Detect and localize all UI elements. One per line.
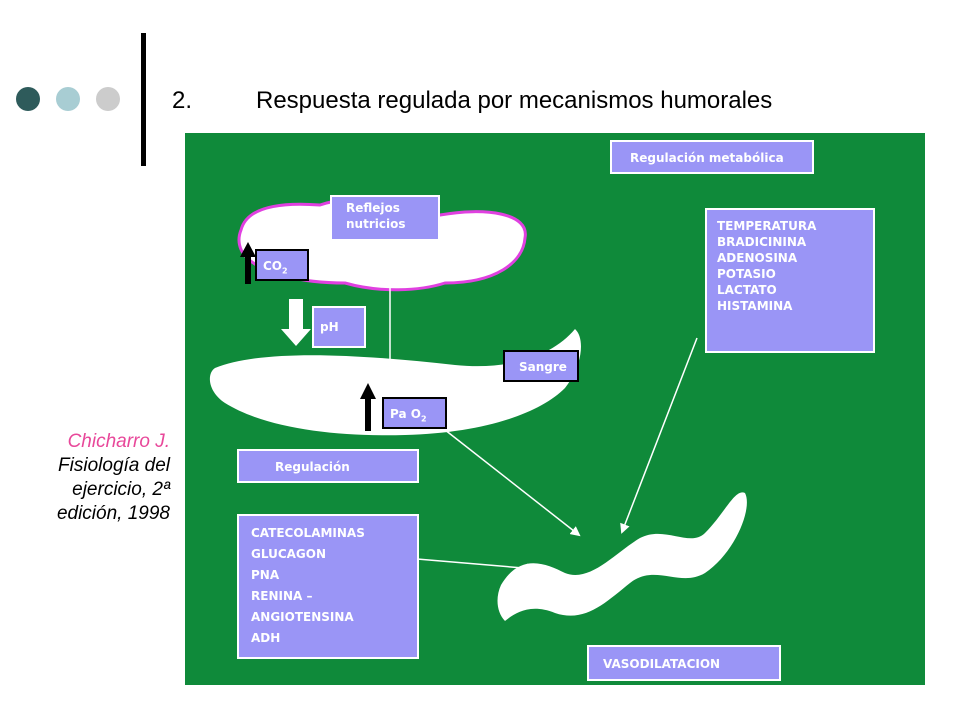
list-item: POTASIO <box>717 267 776 281</box>
list-item: LACTATO <box>717 283 777 297</box>
citation-line: edición, 1998 <box>56 503 170 524</box>
arrow-blood-to-vasodilatacion <box>439 425 581 537</box>
list-item: ADENOSINA <box>717 251 798 265</box>
citation-line: ejercicio, 2ª <box>72 479 170 500</box>
citation-line: Fisiología del <box>58 455 170 476</box>
box-co2: CO2 <box>255 249 309 281</box>
box-metabolic-factors: TEMPERATURA BRADICININA ADENOSINA POTASI… <box>705 208 875 353</box>
list-item: ANGIOTENSINA <box>251 610 354 624</box>
list-item: GLUCAGON <box>251 547 326 561</box>
blood-vessel-shape <box>209 329 581 436</box>
citation: Chicharro J. Fisiología del ejercicio, 2… <box>10 430 170 526</box>
list-item: TEMPERATURA <box>717 219 817 233</box>
diagram-shapes <box>209 197 747 621</box>
co2-up-arrow <box>240 242 256 284</box>
slide-number: 2. <box>172 87 193 114</box>
ph-down-arrow <box>281 299 311 346</box>
box-regulacion-metabolica: Regulación metabólica <box>610 140 814 174</box>
list-item: CATECOLAMINAS <box>251 526 365 540</box>
box-label: pH <box>320 320 339 334</box>
box-label-subscript: 2 <box>420 414 427 424</box>
box-label: Regulación metabólica <box>630 151 784 165</box>
arrow-metabolic-to-vasodilatacion <box>620 337 698 534</box>
list-item: BRADICININA <box>717 235 807 249</box>
box-label: Reflejos <box>346 201 400 215</box>
box-sangre: Sangre <box>503 350 579 382</box>
decor-dot-dark <box>16 87 40 111</box>
box-reflejos-nutricios: Reflejos nutricios <box>330 195 440 241</box>
box-label: nutricios <box>346 217 406 231</box>
box-vasodilatacion: VASODILATACION <box>587 645 781 681</box>
citation-author: Chicharro J. <box>67 431 170 452</box>
list-item: RENINA – <box>251 589 313 603</box>
box-label: Pa O <box>390 407 421 421</box>
box-label: VASODILATACION <box>603 657 721 671</box>
box-hormonal-factors: CATECOLAMINAS GLUCAGON PNA RENINA – ANGI… <box>237 514 419 659</box>
decor-dot-light <box>56 87 80 111</box>
box-regulacion: Regulación <box>237 449 419 483</box>
slide-title: Respuesta regulada por mecanismos humora… <box>256 87 773 114</box>
title-divider-bar <box>141 33 146 166</box>
box-label-subscript: 2 <box>282 266 288 276</box>
diagram-panel: Regulación metabólica Reflejos nutricios… <box>185 133 925 685</box>
dilated-vessel-shape <box>497 492 747 621</box>
box-label: CO <box>263 259 283 273</box>
box-label: Sangre <box>519 360 567 374</box>
decor-dot-gray <box>96 87 120 111</box>
box-label: Regulación <box>275 460 350 474</box>
arrow-hormonal-to-vasodilatacion <box>416 558 537 574</box>
pao2-up-arrow <box>360 383 376 431</box>
box-pao2: Pa O2 <box>382 397 447 429</box>
list-item: PNA <box>251 568 280 582</box>
list-item: HISTAMINA <box>717 299 793 313</box>
box-ph: pH <box>312 306 366 348</box>
list-item: ADH <box>251 631 281 645</box>
